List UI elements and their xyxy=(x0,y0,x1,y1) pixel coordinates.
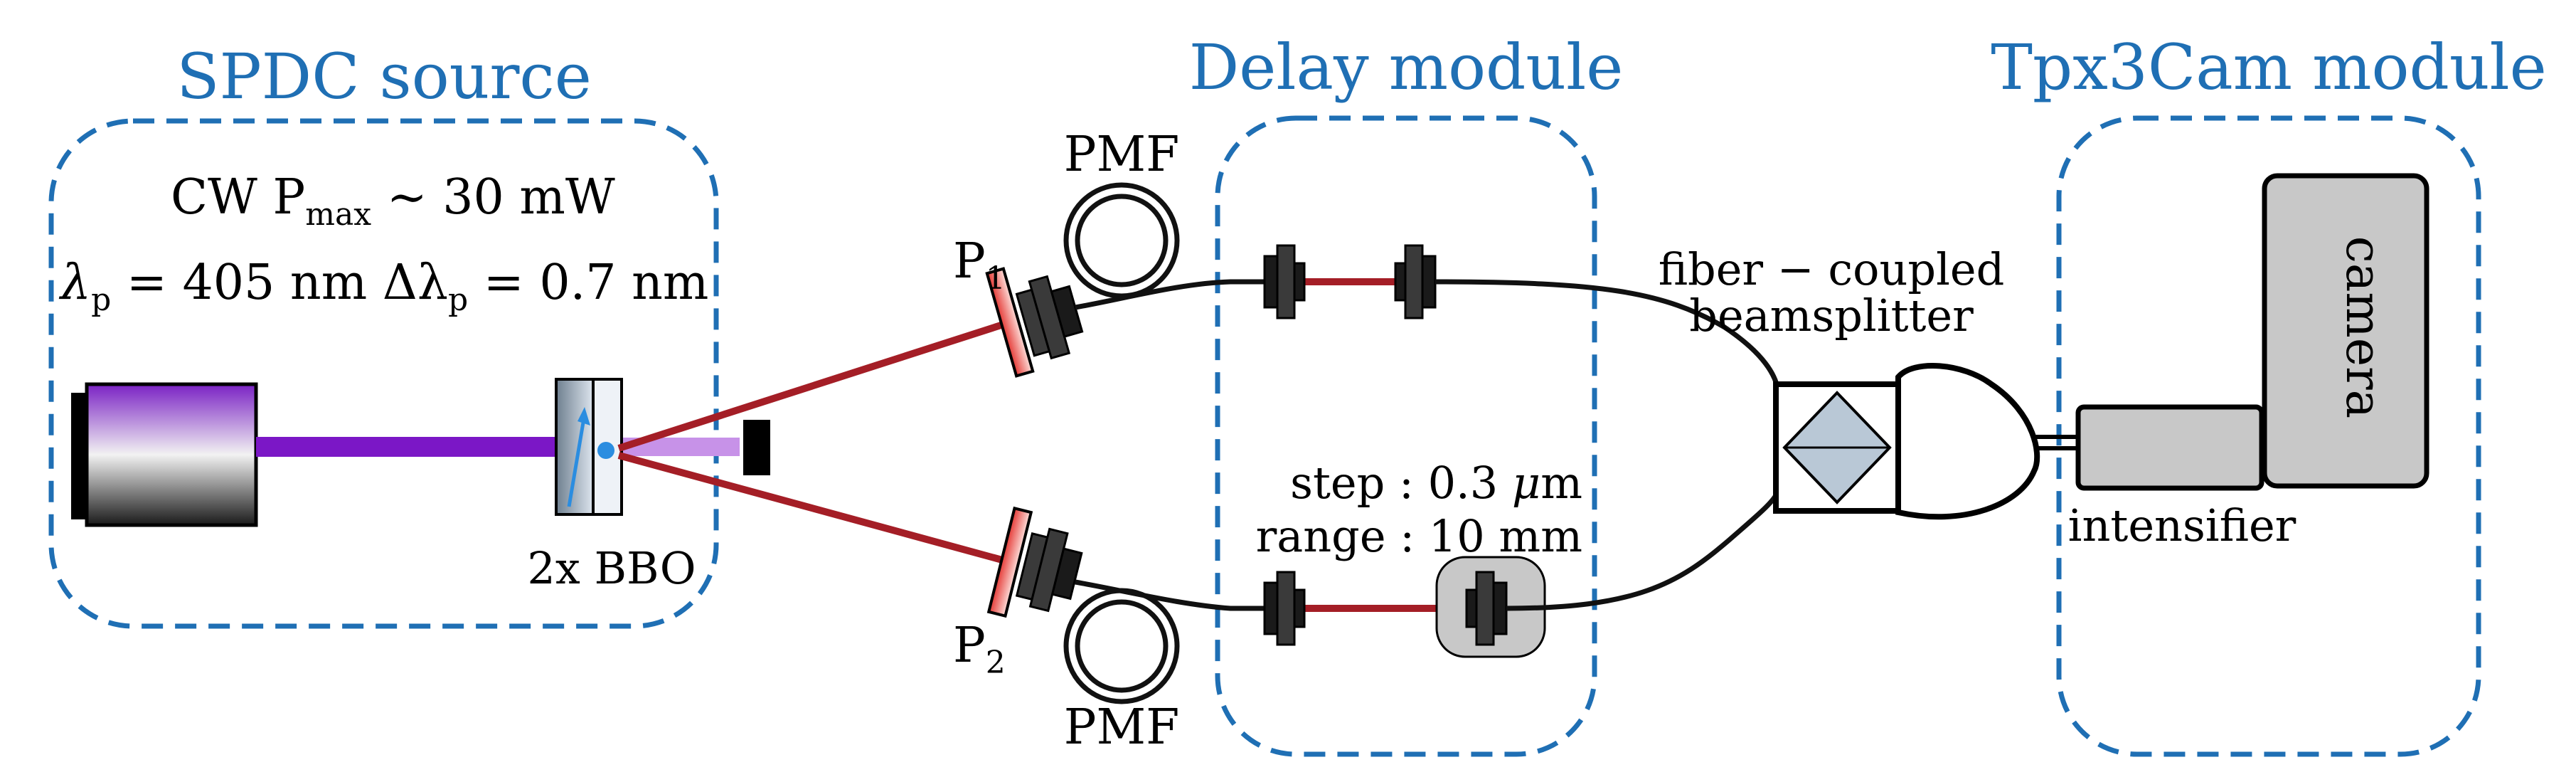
beamsplitter-label-line2: beamsplitter xyxy=(1689,290,1974,342)
fiber-beamsplitter xyxy=(1773,381,1901,514)
polarizer-p1-label: P1 xyxy=(953,233,1006,297)
fiber-lower-in xyxy=(1075,579,1274,611)
pmf-label-upper: PMF xyxy=(1064,127,1180,183)
pump-power-label: CW Pmax ∼ 30 mW xyxy=(171,169,615,233)
delay-coupler-lower-right xyxy=(1465,571,1508,646)
bbo-crystals xyxy=(555,378,623,516)
delay-coupler-lower-left xyxy=(1263,571,1306,646)
delay-module: Delay module xyxy=(1189,31,1624,757)
fiber-lower-out xyxy=(1506,490,1781,611)
bbo-crystal-label: 2x BBO xyxy=(527,542,696,594)
intensifier-label: intensifier xyxy=(2068,500,2296,551)
pump-laser xyxy=(71,382,258,527)
signal-beam-lower xyxy=(617,452,1011,566)
delay-coupler-upper-left xyxy=(1263,244,1306,319)
fiber-coupler-p2 xyxy=(1015,527,1083,613)
fiber-upper-out xyxy=(1435,279,1781,391)
spdc-source-title: SPDC source xyxy=(176,40,592,113)
pmf-spool-upper xyxy=(1063,182,1180,299)
pmf-label-lower: PMF xyxy=(1064,699,1180,756)
intensifier xyxy=(2075,404,2264,491)
beamsplitter-output-housing xyxy=(1895,363,2040,520)
stage-step-label: step : 0.3 μm xyxy=(1290,457,1582,509)
fiber-coupler-p1 xyxy=(1015,275,1084,360)
tpx3cam-module-title: Tpx3Cam module xyxy=(1991,31,2547,104)
fiber-upper-in xyxy=(1075,279,1274,310)
stage-range-label: range : 10 mm xyxy=(1256,510,1582,562)
pmf-spool-lower xyxy=(1063,588,1180,704)
polarizer-p2 xyxy=(986,506,1033,618)
beam-dump xyxy=(743,420,770,475)
delay-module-title: Delay module xyxy=(1189,31,1624,104)
polarizer-p2-label: P2 xyxy=(953,618,1006,681)
spdc-source-module: SPDC source xyxy=(48,40,719,629)
polarizer-p1 xyxy=(985,267,1035,378)
beamsplitter-label-line1: fiber − coupled xyxy=(1659,243,2005,295)
camera xyxy=(2262,173,2429,489)
signal-beam-upper xyxy=(617,319,1011,452)
camera-label: camera xyxy=(2335,236,2391,418)
delay-coupler-upper-right xyxy=(1394,244,1437,319)
pump-wavelength-label: λp = 405 nm Δλp = 0.7 nm xyxy=(58,255,708,318)
